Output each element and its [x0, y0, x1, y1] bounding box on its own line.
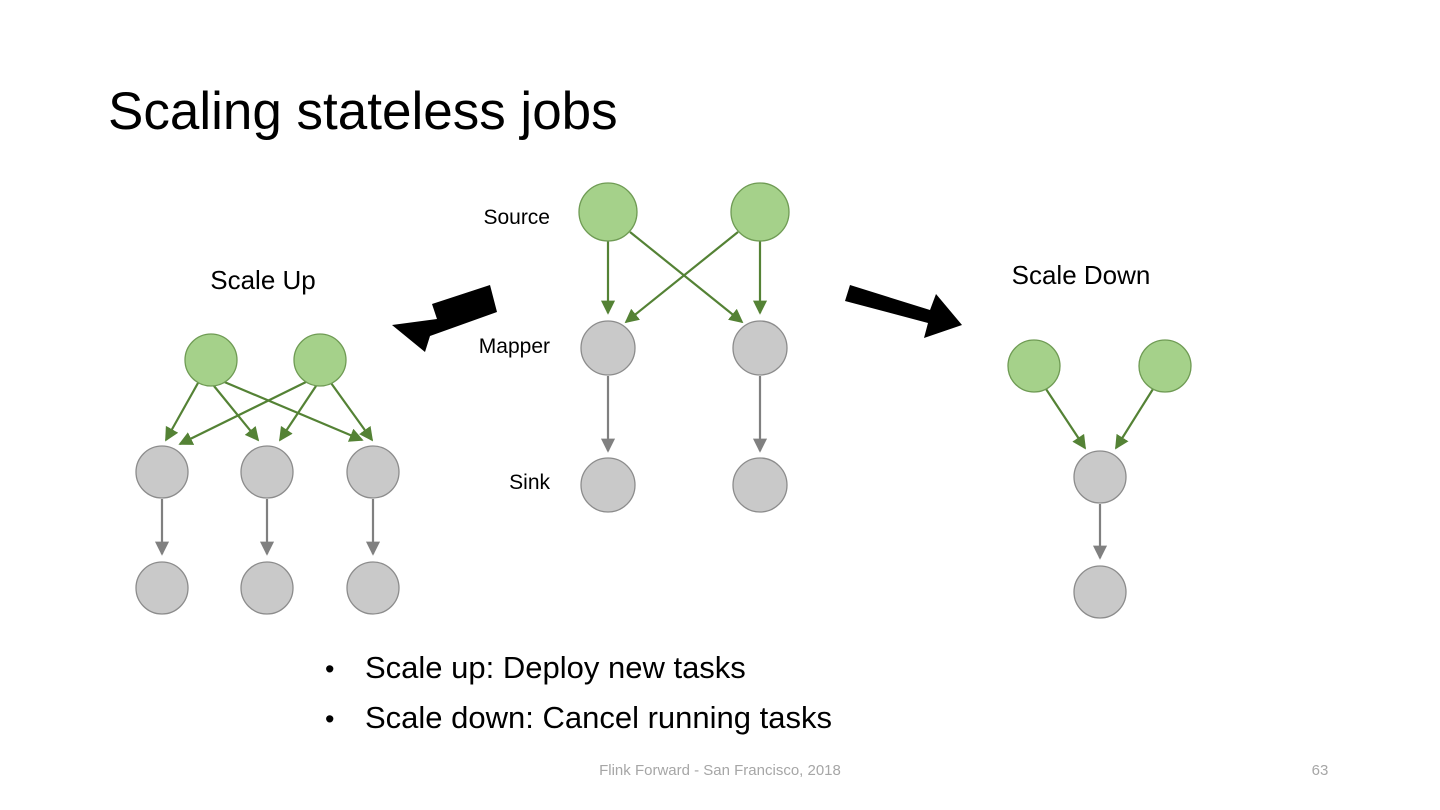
- list-item: • Scale down: Cancel running tasks: [325, 700, 1125, 750]
- scale-down-arrow-icon: [845, 285, 962, 338]
- scale-down-edges: [1045, 388, 1154, 560]
- node-sink: [346, 561, 400, 615]
- node-source: [578, 182, 638, 242]
- page-title: Scaling stateless jobs: [108, 82, 618, 141]
- bullet-list: • Scale up: Deploy new tasks • Scale dow…: [325, 650, 1125, 750]
- node-mapper: [1073, 450, 1127, 504]
- node-source: [293, 333, 347, 387]
- node-source: [730, 182, 790, 242]
- node-source: [184, 333, 238, 387]
- list-item: • Scale up: Deploy new tasks: [325, 650, 1125, 700]
- scale-down-nodes: [1007, 339, 1192, 619]
- scale-up-nodes: [135, 333, 400, 615]
- stage-label-sink: Sink: [509, 471, 550, 494]
- node-mapper: [732, 320, 788, 376]
- center-nodes: [578, 182, 790, 513]
- bullet-text: Scale down: Cancel running tasks: [365, 700, 832, 735]
- center-edges: [600, 231, 768, 453]
- node-source: [1138, 339, 1192, 393]
- node-mapper: [580, 320, 636, 376]
- node-sink: [1073, 565, 1127, 619]
- node-sink: [240, 561, 294, 615]
- bullet-marker-icon: •: [325, 654, 335, 684]
- node-sink: [580, 457, 636, 513]
- node-sink: [732, 457, 788, 513]
- scale-down-title: Scale Down: [1011, 260, 1151, 290]
- node-mapper: [135, 445, 189, 499]
- scale-up-edges: [154, 379, 381, 556]
- node-mapper: [240, 445, 294, 499]
- stage-label-mapper: Mapper: [478, 335, 550, 358]
- node-source: [1007, 339, 1061, 393]
- node-sink: [135, 561, 189, 615]
- bullet-text: Scale up: Deploy new tasks: [365, 650, 746, 685]
- page-number: 63: [1311, 762, 1329, 779]
- footer-text: Flink Forward - San Francisco, 2018: [599, 762, 841, 779]
- bullet-marker-icon: •: [325, 704, 335, 734]
- scale-up-title: Scale Up: [210, 265, 316, 295]
- stage-label-source: Source: [483, 206, 550, 229]
